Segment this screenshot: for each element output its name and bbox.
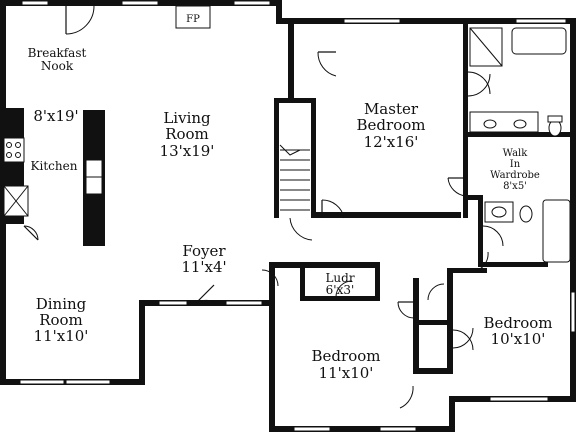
stove-icon [3,137,25,163]
bedroom-right-size: 10'x10' [491,330,546,348]
kitchen-size: 8'x19' [33,107,78,125]
windows [19,0,576,432]
room-labels: Breakfast Nook 8'x19' Kitchen Living Roo… [28,14,553,382]
dining-room-label: Dining [36,295,87,313]
toilet-icon [519,205,533,223]
window [233,0,271,6]
dining-room-size: 11'x10' [34,327,89,345]
window [489,396,549,402]
vanity-icon [469,111,539,133]
walk-in-wardrobe-label: Walk [503,148,529,159]
window [19,379,65,385]
window [121,0,159,6]
laundry-label: Ludr [325,271,354,285]
bathroom-sink-icon [484,201,514,223]
bathtub-icon [511,27,567,55]
master-bedroom-label: Bedroom [357,116,426,134]
staircase-icon [279,144,310,211]
dining-room-label: Room [39,311,83,329]
master-bedroom-size: 12'x16' [364,133,419,151]
window [343,18,401,24]
living-room-size: 13'x19' [160,142,215,160]
kitchen-label: Kitchen [31,159,78,173]
bathtub-icon [542,199,571,263]
bedroom-center-label: Bedroom [312,347,381,365]
breakfast-nook-label: Nook [41,59,74,73]
foyer-size: 11'x4' [181,258,226,276]
living-room-label: Room [165,125,209,143]
bedroom-center-size: 11'x10' [319,364,374,382]
walk-in-wardrobe-label: Wardrobe [490,170,540,181]
window [293,426,331,432]
fireplace-icon [175,5,211,29]
window [379,426,417,432]
fireplace-label: FP [186,14,200,25]
master-bedroom-label: Master [364,100,419,118]
window [65,379,111,385]
foyer-label: Foyer [182,242,226,260]
window [21,0,49,6]
window [158,300,188,306]
laundry-size: 6'x3' [326,283,355,297]
window [225,300,263,306]
window [515,18,567,24]
doors [23,5,504,409]
walk-in-wardrobe-label: In [510,159,521,170]
walk-in-wardrobe-size: 8'x5' [503,181,527,192]
window [570,291,576,333]
bedroom-right-label: Bedroom [484,314,553,332]
breakfast-nook-label: Breakfast [28,46,87,60]
living-room-label: Living [163,109,211,127]
fixtures [3,5,571,263]
